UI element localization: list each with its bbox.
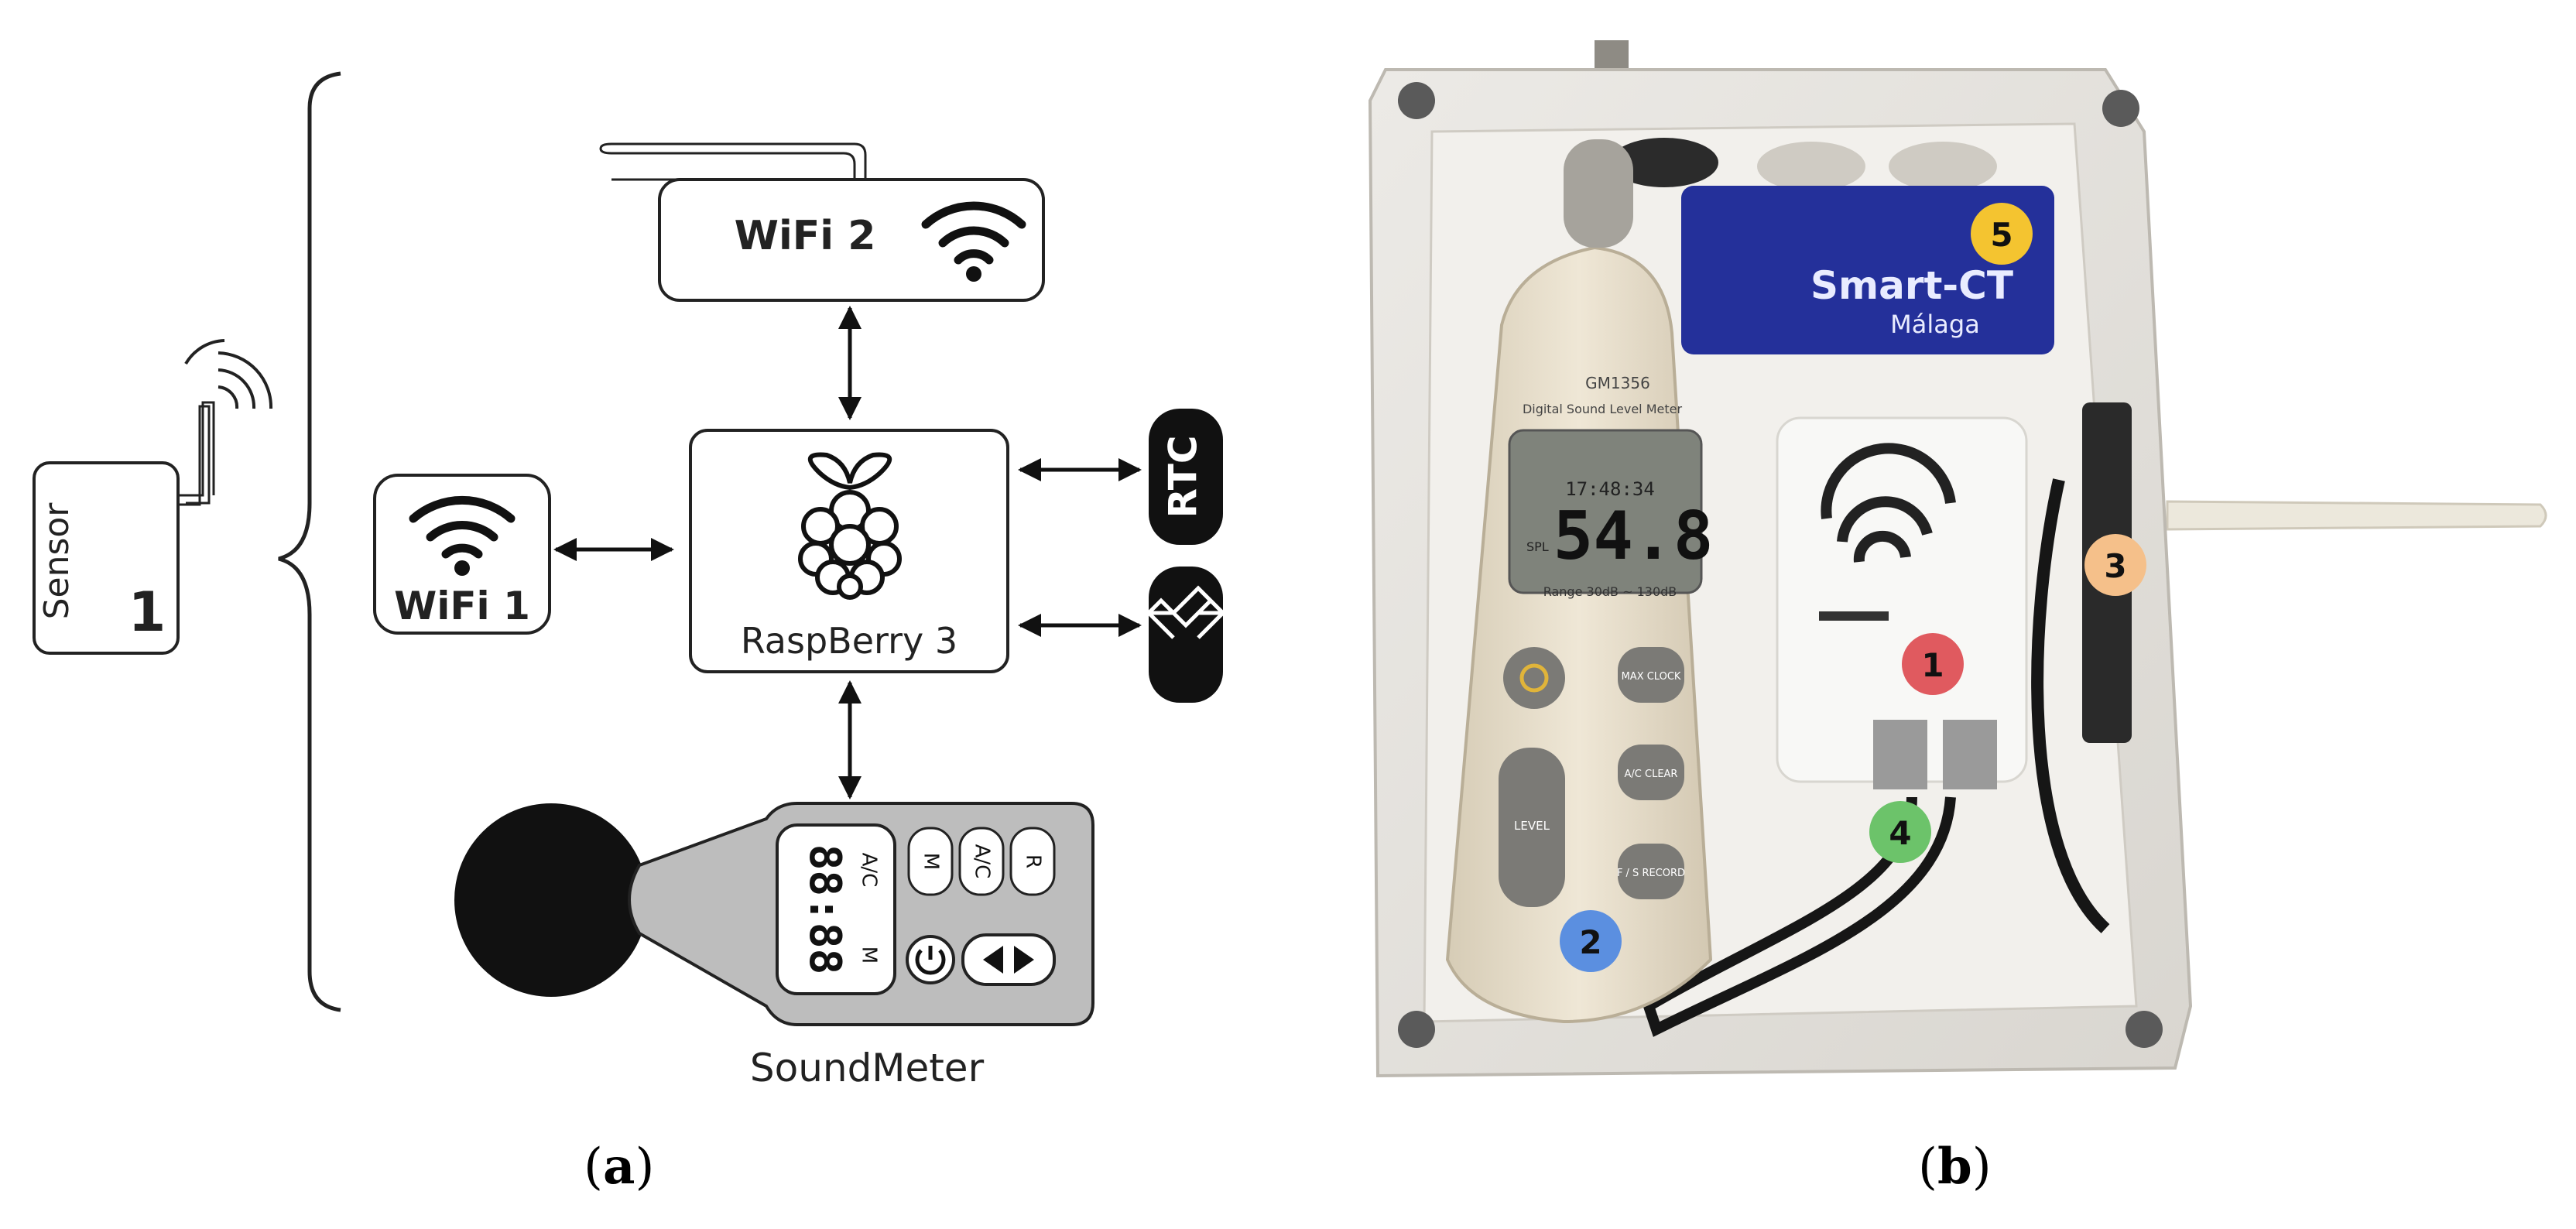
sensor-number: 1 — [128, 580, 166, 644]
caption-b: (b) — [1918, 1138, 1992, 1196]
svg-text:2: 2 — [1579, 923, 1601, 961]
soundmeter-button-r-label: R — [1022, 854, 1045, 868]
panel-b-photo: Smart-CT Málaga GM1356 Digital Sound Lev… — [1368, 40, 2547, 1078]
soundmeter-display-digits: 88:88 — [800, 844, 850, 975]
photo-marker-5: 5 — [1971, 203, 2033, 265]
soundmeter-button-m — [907, 827, 954, 896]
svg-text:5: 5 — [1990, 216, 2012, 254]
panel-a-diagram: Sensor 1 WiFi 2 — [33, 71, 1228, 1090]
right-arrow-icon — [1014, 946, 1034, 974]
photo-meter-model: GM1356 — [1585, 374, 1650, 392]
soundmeter-arrow-buttons — [961, 933, 1056, 986]
soundmeter-microphone — [454, 803, 648, 997]
photo-meter-time: 17:48:34 — [1565, 478, 1655, 500]
caption-a-letter: a — [602, 1138, 635, 1196]
soundmeter-button-ac — [958, 827, 1005, 896]
smartct-city: Málaga — [1890, 310, 1980, 339]
soundmeter-button-r — [1009, 827, 1056, 896]
soundmeter-button-m-label: M — [920, 853, 943, 870]
photo-meter-ac: A/C CLEAR — [1625, 769, 1678, 780]
photo-meter-display — [1508, 429, 1703, 594]
soundmeter-display-m: M — [858, 947, 881, 964]
wifi1-label: WiFi 1 — [394, 584, 530, 628]
soundmeter-node: 88:88 A/C M M A/C R SoundMeter — [454, 802, 1094, 1090]
soundmeter-display — [776, 823, 896, 995]
wifi2-label: WiFi 2 — [735, 213, 876, 259]
soundmeter-display-ac: A/C — [858, 853, 881, 888]
left-arrow-icon — [983, 946, 1003, 974]
wifi-icon — [921, 201, 1026, 265]
photo-meter-spl: SPL — [1526, 539, 1549, 554]
svg-text:4: 4 — [1889, 814, 1911, 852]
smartct-brand: Smart-CT — [1810, 263, 2013, 308]
sensor-node: Sensor 1 — [33, 339, 273, 655]
wifi2-node: WiFi 2 — [599, 142, 1045, 302]
smartct-box — [1681, 186, 2054, 354]
rtc-box — [1149, 409, 1223, 545]
photo-meter-range: Range 30dB ~ 130dB — [1543, 584, 1677, 599]
case-vent-icon — [1821, 443, 1956, 563]
external-antenna — [2166, 500, 2547, 531]
svg-text:1: 1 — [1921, 646, 1944, 684]
bluetooth-box — [1149, 567, 1223, 703]
power-icon — [915, 946, 946, 975]
svg-text:3: 3 — [2104, 547, 2126, 585]
photo-meter-power — [1503, 647, 1565, 709]
photo-marker-1: 1 — [1902, 633, 1964, 695]
bluetooth-icon — [1146, 585, 1228, 639]
photo-meter-title: Digital Sound Level Meter — [1523, 402, 1683, 416]
bluetooth-node — [1146, 567, 1228, 703]
photo-meter-max: MAX CLOCK — [1622, 671, 1681, 683]
photo-meter-fs: F / S RECORD — [1617, 868, 1685, 879]
wifi-icon — [409, 496, 516, 559]
rtc-node: RTC — [1149, 409, 1223, 545]
sensor-antenna — [178, 405, 211, 506]
sensor-signal-icon — [184, 339, 273, 409]
photo-meter-level: LEVEL — [1514, 819, 1550, 833]
wifi1-node: WiFi 1 — [373, 474, 551, 635]
caption-a: (a) — [584, 1138, 655, 1196]
rtc-label: RTC — [1161, 435, 1206, 518]
grouping-brace — [278, 71, 341, 1012]
raspberry-label: RaspBerry 3 — [741, 620, 957, 662]
wifi2-antenna — [599, 142, 867, 181]
raspberry-pi-icon — [798, 452, 902, 600]
sensor-label: Sensor — [37, 502, 77, 620]
photo-marker-3: 3 — [2084, 534, 2146, 596]
soundmeter-label: SoundMeter — [750, 1046, 985, 1090]
sensor-box — [33, 461, 180, 655]
soundmeter-button-ac-label: A/C — [971, 844, 994, 879]
raspberry-node: RaspBerry 3 — [689, 429, 1009, 673]
photo-marker-2: 2 — [1560, 910, 1622, 972]
caption-b-letter: b — [1937, 1138, 1972, 1196]
photo-marker-4: 4 — [1869, 801, 1931, 863]
photo-meter-reading: 54.8 — [1553, 498, 1713, 575]
